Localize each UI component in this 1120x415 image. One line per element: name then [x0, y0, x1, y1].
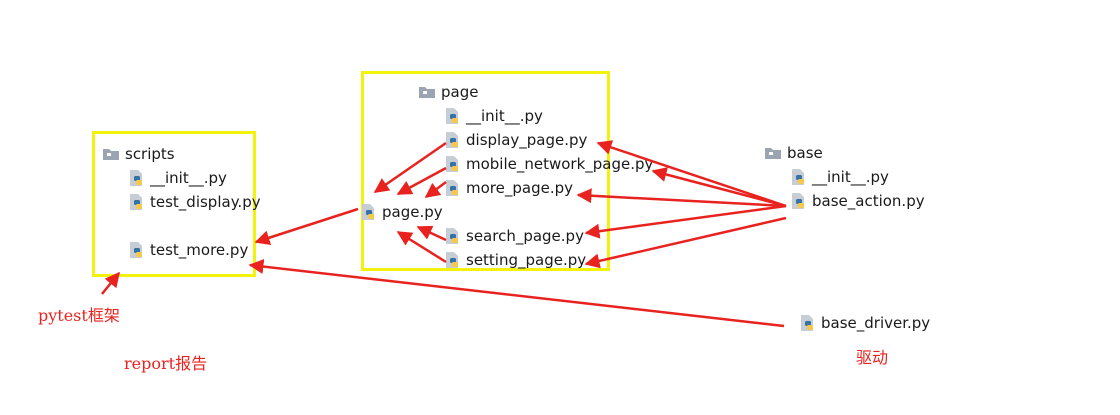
file-label: more_page.py — [466, 179, 573, 197]
python-file-icon — [443, 155, 461, 173]
file-label: mobile_network_page.py — [466, 155, 654, 173]
file-item-scripts-init[interactable]: __init__.py — [127, 168, 227, 188]
file-label: __init__.py — [150, 169, 227, 187]
arrow-base-action-to-mobile — [651, 167, 787, 208]
folder-item-base[interactable]: base — [764, 143, 823, 163]
file-label: page.py — [382, 203, 443, 221]
arrow-base-action-to-search — [584, 204, 787, 239]
file-item-test-display[interactable]: test_display.py — [127, 192, 261, 212]
scripts-highlight-box — [92, 131, 256, 277]
folder-icon — [102, 145, 120, 163]
file-item-base-driver[interactable]: base_driver.py — [798, 313, 930, 333]
python-file-icon — [443, 251, 461, 269]
python-file-icon — [789, 168, 807, 186]
folder-label: scripts — [125, 145, 175, 163]
file-label: search_page.py — [466, 227, 584, 245]
file-label: base_action.py — [812, 192, 925, 210]
python-file-icon — [443, 227, 461, 245]
python-file-icon — [798, 314, 816, 332]
file-item-test-more[interactable]: test_more.py — [127, 240, 248, 260]
folder-item-scripts[interactable]: scripts — [102, 144, 175, 164]
python-file-icon — [443, 179, 461, 197]
file-item-setting-page[interactable]: setting_page.py — [443, 250, 586, 270]
folder-icon — [418, 83, 436, 101]
python-file-icon — [359, 203, 377, 221]
file-item-more-page[interactable]: more_page.py — [443, 178, 573, 198]
file-label: __init__.py — [466, 107, 543, 125]
folder-label: base — [787, 144, 823, 162]
note-driver: 驱动 — [856, 348, 889, 367]
python-file-icon — [443, 131, 461, 149]
file-label: test_more.py — [150, 241, 249, 259]
python-file-icon — [127, 241, 145, 259]
note-report: report报告 — [124, 354, 208, 373]
file-item-display-page[interactable]: display_page.py — [443, 130, 587, 150]
arrow-base-action-to-setting — [584, 216, 787, 269]
python-file-icon — [789, 192, 807, 210]
folder-item-page[interactable]: page — [418, 82, 478, 102]
file-item-page-init[interactable]: __init__.py — [443, 106, 543, 126]
folder-label: page — [441, 83, 479, 101]
file-item-mobile-network-page[interactable]: mobile_network_page.py — [443, 154, 653, 174]
file-label: test_display.py — [150, 193, 261, 211]
python-file-icon — [127, 169, 145, 187]
arrow-page-to-test-more — [254, 207, 359, 245]
arrow-driver-to-test-more — [248, 259, 785, 328]
python-file-icon — [443, 107, 461, 125]
file-item-base-init[interactable]: __init__.py — [789, 167, 889, 187]
file-label: display_page.py — [466, 131, 588, 149]
folder-icon — [764, 144, 782, 162]
file-label: setting_page.py — [466, 251, 587, 269]
file-item-base-action[interactable]: base_action.py — [789, 191, 925, 211]
file-label: __init__.py — [812, 168, 889, 186]
arrow-base-action-to-display — [596, 140, 787, 208]
file-item-page-py[interactable]: page.py — [359, 202, 443, 222]
python-file-icon — [127, 193, 145, 211]
file-item-search-page[interactable]: search_page.py — [443, 226, 584, 246]
note-pytest-framework: pytest框架 — [38, 306, 120, 325]
file-label: base_driver.py — [821, 314, 931, 332]
